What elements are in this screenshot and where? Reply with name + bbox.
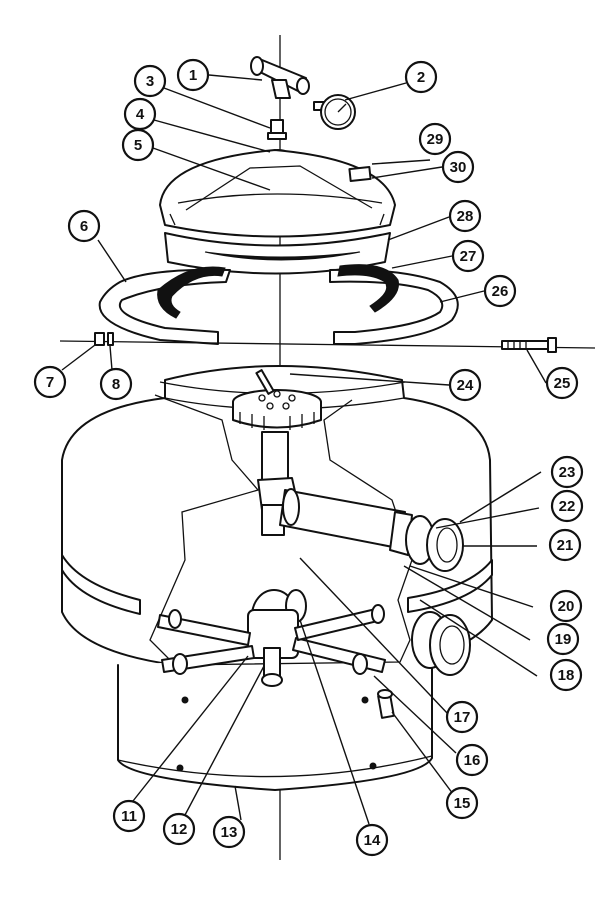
callout-24: 24	[448, 368, 482, 402]
callout-29-label: 29	[427, 131, 444, 148]
callout-18-label: 18	[558, 667, 575, 684]
callout-15-label: 15	[454, 795, 471, 812]
callout-19-label: 19	[555, 631, 572, 648]
callout-4-label: 4	[136, 106, 145, 123]
callout-7-label: 7	[46, 374, 54, 391]
callout-13-label: 13	[221, 824, 238, 841]
callout-25: 25	[545, 366, 579, 400]
laterals-part	[157, 604, 386, 675]
clamp-nut-part	[94, 332, 105, 346]
callout-21-label: 21	[557, 537, 574, 554]
callout-20-label: 20	[558, 598, 575, 615]
callout-28-label: 28	[457, 208, 474, 225]
clamp-ring-part	[98, 264, 459, 345]
clamp-washer-part	[107, 332, 114, 346]
callout-6-label: 6	[80, 218, 88, 235]
callout-5: 5	[121, 128, 155, 162]
callout-23-label: 23	[559, 464, 576, 481]
callout-27-label: 27	[460, 248, 477, 265]
callout-30-label: 30	[450, 159, 467, 176]
callout-22: 22	[550, 489, 584, 523]
top-valve-part	[250, 56, 310, 99]
callout-25-label: 25	[554, 375, 571, 392]
callout-1: 1	[176, 58, 210, 92]
callout-26-label: 26	[492, 283, 509, 300]
callout-12-label: 12	[171, 821, 188, 838]
callout-13: 13	[212, 815, 246, 849]
callout-8: 8	[99, 367, 133, 401]
callout-12: 12	[162, 812, 196, 846]
callout-16: 16	[455, 743, 489, 777]
callout-14-label: 14	[364, 832, 381, 849]
callout-17-label: 17	[454, 709, 471, 726]
callout-21: 21	[548, 528, 582, 562]
callout-4: 4	[123, 97, 157, 131]
callout-28: 28	[448, 199, 482, 233]
pressure-gauge-part	[313, 94, 356, 130]
callout-18: 18	[549, 658, 583, 692]
diffuser-part	[232, 369, 322, 430]
callout-29: 29	[418, 122, 452, 156]
callout-17: 17	[445, 700, 479, 734]
callout-19: 19	[546, 622, 580, 656]
air-relief-valve-part	[267, 119, 287, 140]
callout-22-label: 22	[559, 498, 576, 515]
lateral-hub-part	[247, 589, 307, 687]
callout-3-label: 3	[146, 73, 154, 90]
callout-2-label: 2	[417, 69, 425, 86]
clamp-bolt-part	[501, 337, 557, 353]
callout-23: 23	[550, 455, 584, 489]
drain-fitting-part	[411, 611, 471, 676]
leader-lines	[61, 74, 547, 825]
drain-plug-part	[377, 689, 395, 719]
callout-16-label: 16	[464, 752, 481, 769]
callout-15: 15	[445, 786, 479, 820]
callout-3: 3	[133, 64, 167, 98]
callout-5-label: 5	[134, 137, 142, 154]
callout-8-label: 8	[112, 376, 120, 393]
callout-1-label: 1	[189, 67, 197, 84]
outlet-pipe-part	[279, 488, 464, 572]
callout-14: 14	[355, 823, 389, 857]
callout-11: 11	[112, 799, 146, 833]
callout-2: 2	[404, 60, 438, 94]
callout-20: 20	[549, 589, 583, 623]
callout-7: 7	[33, 365, 67, 399]
callout-27: 27	[451, 239, 485, 273]
callout-30: 30	[441, 150, 475, 184]
callout-26: 26	[483, 274, 517, 308]
callout-6: 6	[67, 209, 101, 243]
callout-11-label: 11	[121, 808, 137, 825]
callout-24-label: 24	[457, 377, 474, 394]
